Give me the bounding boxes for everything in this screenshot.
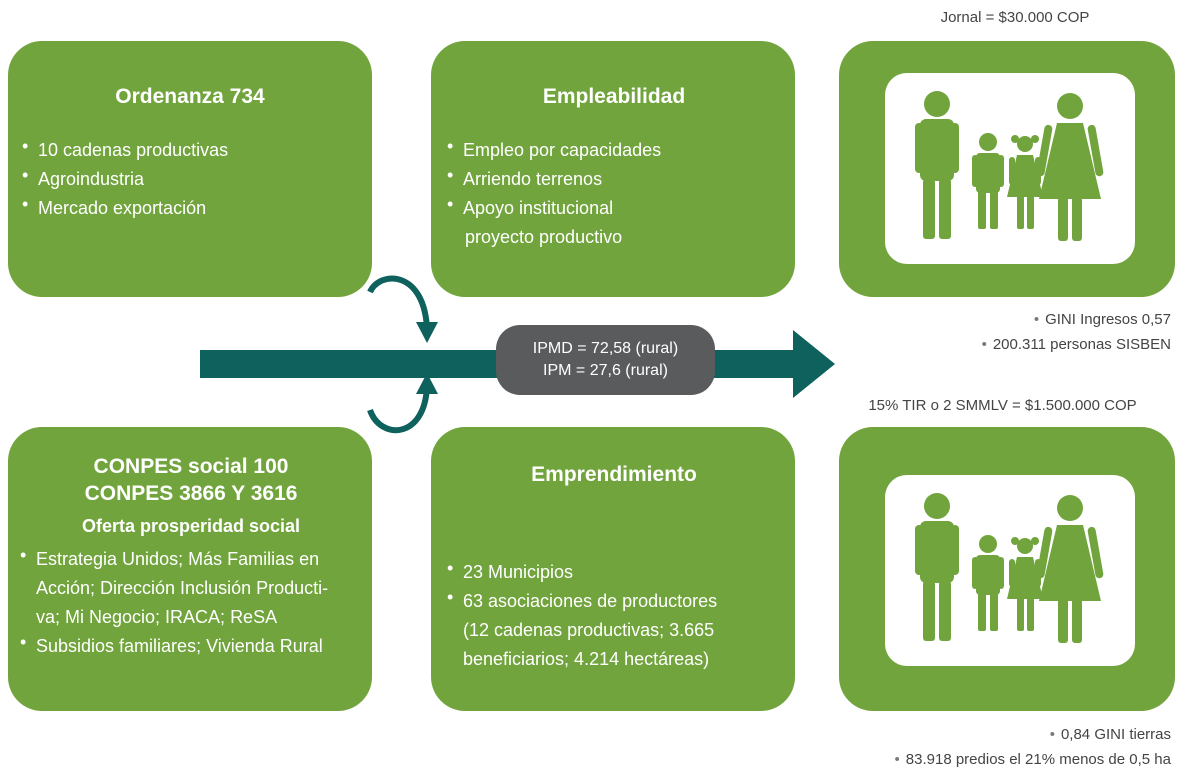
note-item: •GINI Ingresos 0,57: [1033, 311, 1171, 328]
note-item: •83.918 predios el 21% menos de 0,5 ha: [894, 751, 1171, 768]
bullet-list: Empleo por capacidades Arriendo terrenos…: [447, 132, 781, 252]
list-item: Mercado exportación: [22, 190, 358, 223]
list-item: 63 asociaciones de productores (12 caden…: [447, 583, 781, 674]
list-item: Subsidios familiares; Vivienda Rural: [20, 628, 362, 661]
family-bottom-caption: 15% TIR o 2 SMMLV = $1.500.000 COP: [868, 397, 1137, 414]
family-icon: [915, 493, 1104, 643]
box-empleabilidad: Empleabilidad Empleo por capacidades Arr…: [431, 41, 795, 297]
bullet-list: 23 Municipios 63 asociaciones de product…: [447, 554, 781, 674]
family-top-box: [839, 41, 1175, 297]
family-bottom-box: [839, 427, 1175, 711]
family-bottom-notes: •0,84 GINI tierras •83.918 predios el 21…: [820, 722, 1171, 772]
box-ordenanza: Ordenanza 734 10 cadenas productivas Agr…: [8, 41, 372, 297]
ipm-value: IPM = 27,6 (rural): [543, 362, 668, 379]
box-title: Emprendimiento: [531, 463, 697, 486]
box-title-secondary: CONPES 3866 Y 3616: [84, 482, 298, 506]
list-item: 23 Municipios: [447, 554, 781, 587]
circular-arrow-icon: [367, 373, 438, 434]
ipmd-value: IPMD = 72,58 (rural): [532, 340, 679, 357]
family-top-notes: •GINI Ingresos 0,57 •200.311 personas SI…: [880, 307, 1171, 357]
bullet-list: 10 cadenas productivas Agroindustria Mer…: [22, 132, 358, 223]
list-item: Agroindustria: [22, 161, 358, 194]
list-item: Empleo por capacidades: [447, 132, 781, 165]
family-top-panel: [885, 73, 1135, 264]
list-item: Arriendo terrenos: [447, 161, 781, 194]
box-title: Empleabilidad: [542, 85, 686, 108]
box-title: Ordenanza 734: [115, 85, 265, 108]
list-item-continuation: proyecto productivo: [465, 227, 623, 248]
family-top-caption: Jornal = $30.000 COP: [940, 9, 1090, 26]
family-bottom-panel: [885, 475, 1135, 666]
box-emprendimiento: Emprendimiento 23 Municipios 63 asociaci…: [431, 427, 795, 711]
list-item: Apoyo institucional: [447, 190, 781, 223]
note-item: •0,84 GINI tierras: [1049, 726, 1171, 743]
index-pill: IPMD = 72,58 (rural) IPM = 27,6 (rural): [496, 325, 715, 395]
family-icon: [915, 91, 1104, 241]
list-item: Estrategia Unidos; Más Familias en Acció…: [20, 541, 362, 632]
note-item: •200.311 personas SISBEN: [981, 336, 1171, 353]
box-subtitle: Oferta prosperidad social: [81, 515, 301, 536]
box-conpes: CONPES social 100 CONPES 3866 Y 3616 Ofe…: [8, 427, 372, 711]
list-item: 10 cadenas productivas: [22, 132, 358, 165]
box-title: CONPES social 100: [93, 455, 289, 478]
arrow-right-icon: [793, 330, 835, 398]
bullet-list: Estrategia Unidos; Más Familias en Acció…: [20, 541, 362, 661]
circular-arrow-icon: [367, 275, 438, 343]
